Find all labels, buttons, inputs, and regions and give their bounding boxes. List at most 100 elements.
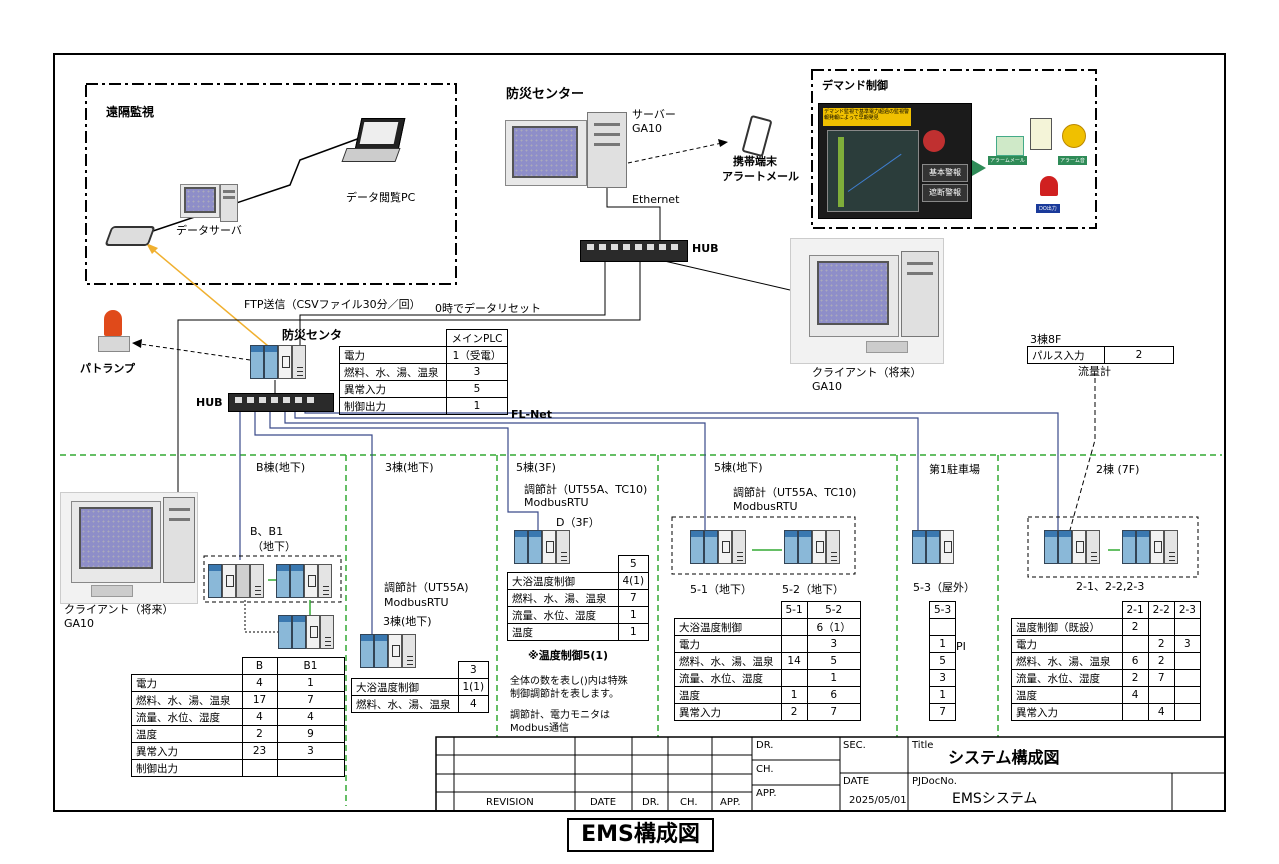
table-cell: 1 bbox=[806, 669, 861, 687]
patlamp-icon bbox=[94, 306, 134, 358]
table-cell: 2 bbox=[1121, 618, 1149, 636]
ctrl-3-proto: ModbusRTU bbox=[384, 596, 449, 609]
hub-main-icon bbox=[228, 393, 334, 412]
note-line2: 全体の数を表し()内は特殊 bbox=[510, 676, 628, 687]
table-cell: 14 bbox=[780, 652, 808, 670]
tb-app: APP. bbox=[720, 797, 741, 808]
table-cell: 3 bbox=[806, 635, 861, 653]
hub-main-label: HUB bbox=[196, 396, 223, 409]
table-cell bbox=[780, 618, 808, 636]
table-cell: 温度 bbox=[131, 725, 243, 743]
area-2-label: 2棟 (7F) bbox=[1096, 463, 1140, 476]
table-cell: 2 bbox=[780, 703, 808, 721]
ctrl-5b-proto: ModbusRTU bbox=[733, 500, 798, 513]
demand-banner: デマンド監視で基準電力超過の監視警報発報によって早期発見 bbox=[823, 108, 911, 126]
patlamp-label: パトランプ bbox=[80, 362, 135, 375]
table-cell: 1 bbox=[617, 606, 650, 624]
table-cell: 1 bbox=[276, 674, 345, 692]
table-cell: 1 bbox=[780, 686, 808, 704]
tb-ch2: CH. bbox=[756, 764, 774, 775]
client1-label: クライアント（将来） bbox=[64, 603, 174, 616]
router-icon bbox=[104, 222, 156, 246]
table-cell bbox=[1173, 618, 1201, 636]
laptop-icon bbox=[341, 118, 406, 164]
fl-net-label: FL-Net bbox=[511, 408, 553, 421]
bousai-plc-label: 防災センタ bbox=[282, 328, 343, 342]
tb-title: システム構成図 bbox=[948, 748, 1060, 767]
table-cell bbox=[1173, 669, 1201, 687]
tb-dr2: DR. bbox=[756, 740, 774, 751]
table-cell: 温度制御（既設） bbox=[1011, 618, 1123, 636]
client1-model-label: GA10 bbox=[64, 617, 95, 630]
ethernet-label: Ethernet bbox=[632, 193, 680, 206]
u53-table: 5-3 1 5 3 1 7 bbox=[928, 601, 957, 721]
mail-icon bbox=[996, 136, 1024, 156]
table-cell: 7 bbox=[617, 589, 650, 607]
table-cell bbox=[1173, 703, 1201, 721]
hub-top-label: HUB bbox=[692, 242, 719, 255]
table-cell: 制御出力 bbox=[131, 759, 243, 777]
table-cell: パルス入力 bbox=[1027, 346, 1105, 364]
area-3-label: 3棟(地下) bbox=[385, 461, 434, 474]
main-plc-header: メインPLC bbox=[446, 329, 508, 347]
table-cell bbox=[276, 759, 345, 777]
table-cell: 9 bbox=[276, 725, 345, 743]
table-cell: 1 bbox=[446, 397, 508, 415]
arrow-right-icon bbox=[972, 160, 986, 176]
ctrl-3-label: 調節計（UT55A) bbox=[384, 581, 469, 594]
table-cell bbox=[1173, 652, 1201, 670]
table-header: 2-1 bbox=[1121, 601, 1149, 619]
ftp-label: FTP送信（CSVファイル30分／回） bbox=[244, 298, 421, 311]
rotating-lamp-icon bbox=[1040, 176, 1058, 196]
table-cell: 電力 bbox=[131, 674, 243, 692]
table-cell: 大浴温度制御 bbox=[351, 678, 459, 696]
table-cell: 5 bbox=[806, 652, 861, 670]
data-server-label: データサーバ bbox=[176, 224, 242, 237]
table-cell: 燃料、水、湯、温泉 bbox=[507, 589, 619, 607]
table-cell: 4 bbox=[241, 708, 278, 726]
hub-top-icon bbox=[580, 240, 688, 262]
table-cell: 2 bbox=[1121, 669, 1149, 687]
table-cell: 6 bbox=[1121, 652, 1149, 670]
plc-2-1-icon bbox=[1044, 530, 1104, 564]
table-cell: 5 bbox=[928, 652, 957, 670]
table-cell: 2 bbox=[1147, 652, 1175, 670]
table-cell bbox=[1147, 686, 1175, 704]
tb-date-label: DATE bbox=[843, 776, 870, 787]
tb-date: DATE bbox=[590, 797, 617, 808]
table-cell: 1(1) bbox=[457, 678, 490, 696]
reset-label: 0時でデータリセット bbox=[435, 302, 541, 315]
table-cell: 4 bbox=[1121, 686, 1149, 704]
table-cell: 3 bbox=[1173, 635, 1201, 653]
unit-5-2-label: 5-2（地下） bbox=[782, 583, 844, 596]
demand-mail-label: アラームメール bbox=[988, 156, 1027, 165]
area-remote-label: 遠隔監視 bbox=[106, 105, 155, 119]
main-plc-icon bbox=[250, 345, 310, 379]
server-model-label: GA10 bbox=[632, 122, 663, 135]
ctrl-5-3f-label: 調節計（UT55A、TC10) bbox=[524, 483, 648, 496]
d-3f-label: D（3F） bbox=[556, 516, 600, 529]
table-cell: 大浴温度制御 bbox=[507, 572, 619, 590]
tb-app2: APP. bbox=[756, 788, 777, 799]
area-b-label: B棟(地下) bbox=[256, 461, 306, 474]
alert-mail-label: アラートメール bbox=[722, 170, 799, 183]
client2-model-label: GA10 bbox=[812, 380, 843, 393]
demand-lamp-label: アラーム音 bbox=[1058, 156, 1087, 165]
table-cell: 電力 bbox=[674, 635, 782, 653]
tb-revision: REVISION bbox=[486, 797, 534, 808]
unit-5-1-label: 5-1（地下） bbox=[690, 583, 752, 596]
table-cell: 温度 bbox=[674, 686, 782, 704]
table-cell: 3 bbox=[446, 363, 508, 381]
table-header: 2-3 bbox=[1173, 601, 1201, 619]
data-server-pc-icon bbox=[180, 184, 240, 224]
b-b1-label: B、B1 bbox=[250, 525, 284, 538]
table-cell: 1 bbox=[617, 623, 650, 641]
table-cell bbox=[1173, 686, 1201, 704]
table-cell: 燃料、水、湯、温泉 bbox=[131, 691, 243, 709]
table-cell: 電力 bbox=[339, 346, 447, 364]
